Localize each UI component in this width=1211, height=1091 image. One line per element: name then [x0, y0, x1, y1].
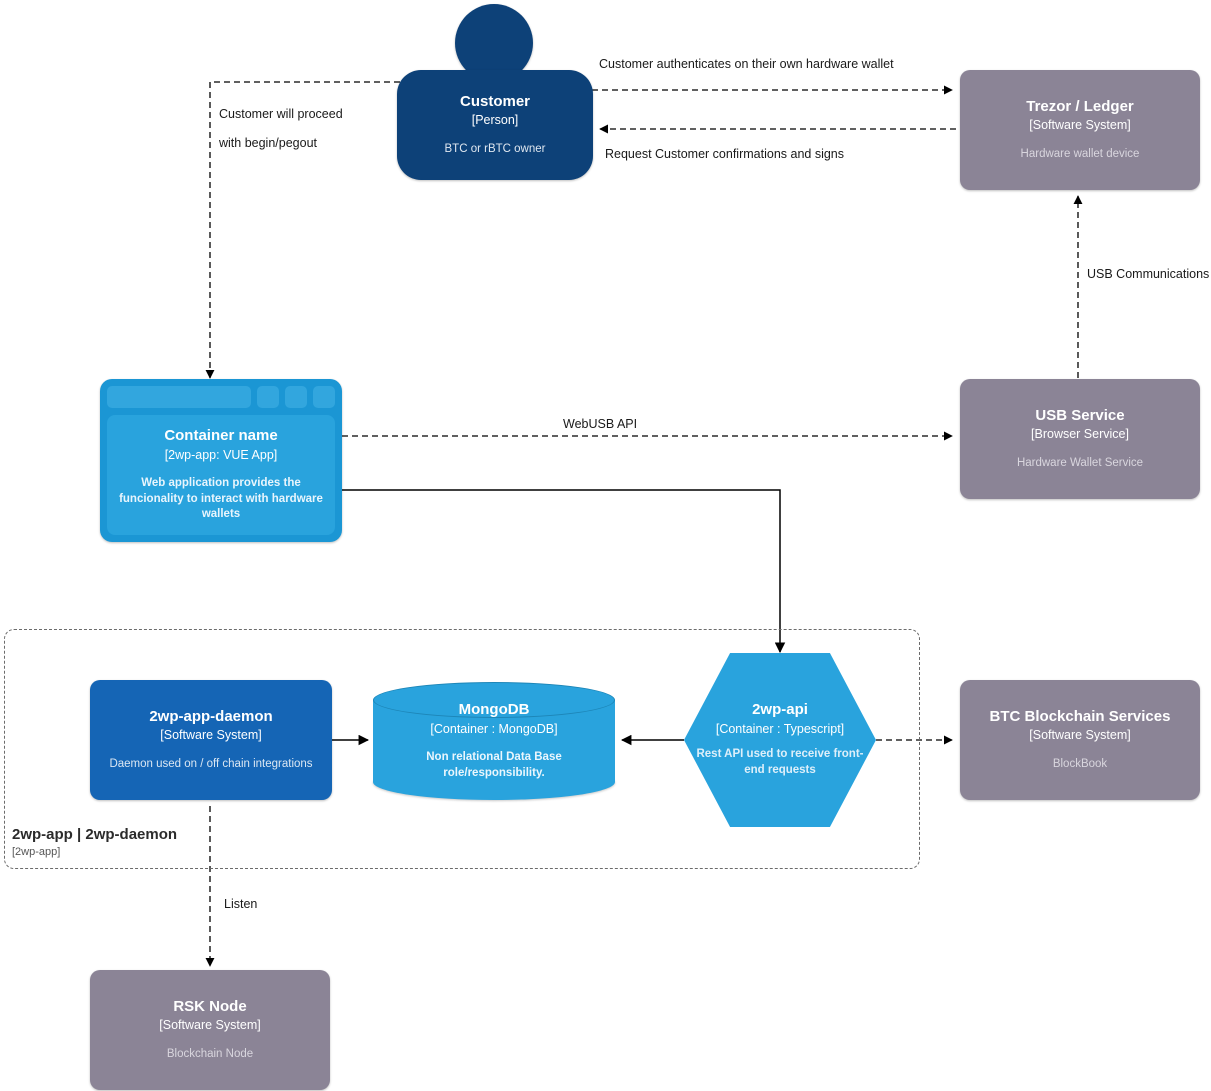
node-usb-service[interactable]: USB Service [Browser Service] Hardware W…: [960, 379, 1200, 499]
browser-content: Container name [2wp-app: VUE App] Web ap…: [107, 415, 335, 535]
boundary-type: [2wp-app]: [12, 846, 61, 858]
browser-minimize-button[interactable]: [257, 386, 279, 408]
daemon-type: [Software System]: [160, 728, 262, 743]
node-rsk-node[interactable]: RSK Node [Software System] Blockchain No…: [90, 970, 330, 1090]
rsk-node-description: Blockchain Node: [166, 1047, 254, 1060]
api-type: [Container : Typescript]: [715, 722, 845, 737]
node-2wp-app-daemon[interactable]: 2wp-app-daemon [Software System] Daemon …: [90, 680, 332, 800]
container-name-title: Container name: [164, 427, 278, 445]
edge-label-webusb-api: WebUSB API: [563, 417, 638, 431]
daemon-description: Daemon used on / off chain integrations: [109, 757, 313, 770]
edge-label-customer-to-container-line2: with begin/pegout: [219, 136, 317, 150]
node-mongodb[interactable]: MongoDB [Container : MongoDB] Non relati…: [373, 682, 615, 800]
btc-blockchain-description: BlockBook: [1052, 757, 1108, 770]
browser-maximize-button[interactable]: [285, 386, 307, 408]
mongodb-content: MongoDB [Container : MongoDB] Non relati…: [373, 682, 615, 800]
mongodb-cylinder-top: [373, 682, 615, 718]
customer-type: [Person]: [471, 113, 519, 128]
browser-close-button[interactable]: [313, 386, 335, 408]
usb-service-title: USB Service: [1035, 406, 1125, 424]
customer-title: Customer: [459, 92, 530, 110]
daemon-title: 2wp-app-daemon: [149, 707, 273, 725]
node-2wp-api[interactable]: 2wp-api [Container : Typescript] Rest AP…: [684, 653, 876, 827]
browser-title-bar: [107, 386, 335, 408]
trezor-ledger-title: Trezor / Ledger: [1026, 97, 1134, 115]
edge-label-usb-communications: USB Communications: [1087, 267, 1210, 281]
api-description: Rest API used to receive front-end reque…: [696, 748, 864, 776]
usb-service-description: Hardware Wallet Service: [1016, 456, 1144, 469]
mongodb-type: [Container : MongoDB]: [430, 721, 558, 736]
btc-blockchain-type: [Software System]: [1029, 728, 1131, 743]
edge-label-customer-to-trezor: Customer authenticates on their own hard…: [599, 57, 894, 71]
customer-description: BTC or rBTC owner: [444, 142, 546, 155]
trezor-ledger-type: [Software System]: [1029, 118, 1131, 133]
boundary-label: 2wp-app | 2wp-daemon [2wp-app]: [12, 826, 177, 859]
node-trezor-ledger[interactable]: Trezor / Ledger [Software System] Hardwa…: [960, 70, 1200, 190]
browser-address-bar[interactable]: [107, 386, 251, 408]
node-container-name[interactable]: Container name [2wp-app: VUE App] Web ap…: [100, 379, 342, 542]
rsk-node-title: RSK Node: [173, 997, 247, 1015]
rsk-node-type: [Software System]: [159, 1018, 261, 1033]
customer-head-icon: [455, 4, 533, 82]
edge-label-listen: Listen: [224, 897, 258, 911]
boundary-2wp-app: [4, 629, 920, 869]
node-btc-blockchain-services[interactable]: BTC Blockchain Services [Software System…: [960, 680, 1200, 800]
mongodb-title: MongoDB: [458, 700, 530, 718]
edge-label-customer-to-container-line1: Customer will proceed: [219, 107, 343, 121]
btc-blockchain-title: BTC Blockchain Services: [989, 707, 1171, 725]
edge-label-trezor-to-customer: Request Customer confirmations and signs: [605, 147, 845, 161]
mongodb-description: Non relational Data Base role/responsibi…: [426, 750, 562, 779]
boundary-name: 2wp-app | 2wp-daemon: [12, 826, 178, 843]
container-name-type: [2wp-app: VUE App]: [164, 447, 278, 462]
container-name-description: Web application provides the funcionalit…: [119, 477, 323, 521]
trezor-ledger-description: Hardware wallet device: [1020, 147, 1140, 160]
api-title: 2wp-api: [752, 701, 808, 719]
usb-service-type: [Browser Service]: [1031, 427, 1129, 442]
edge-container-to-api: [342, 489, 786, 654]
node-customer[interactable]: Customer [Person] BTC or rBTC owner: [397, 70, 593, 180]
